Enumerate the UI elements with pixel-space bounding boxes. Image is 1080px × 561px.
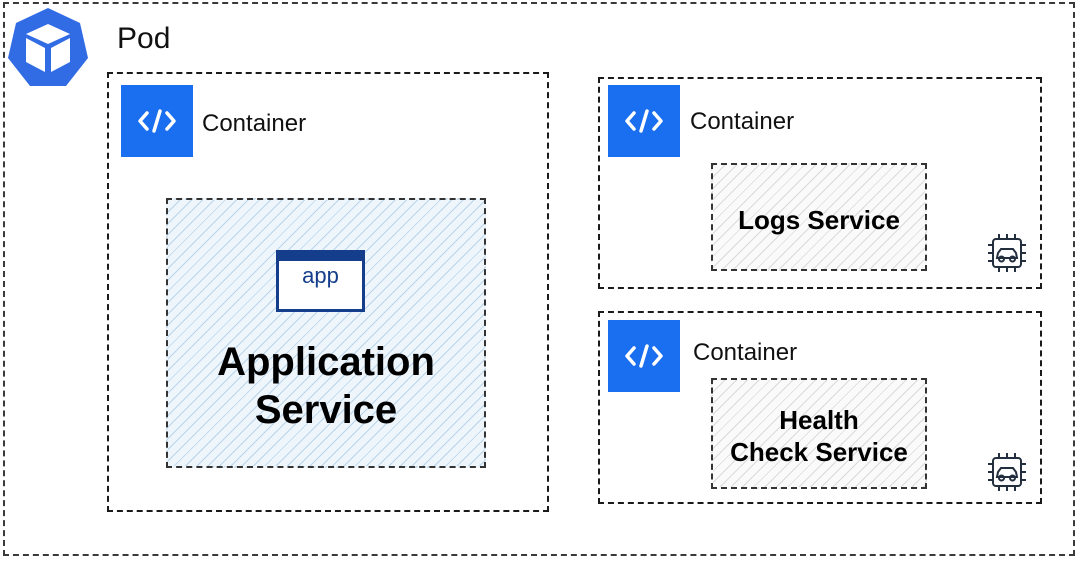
container-label: Container (202, 110, 307, 137)
service-label-line: Check Service (730, 437, 908, 467)
code-icon (121, 85, 193, 157)
service-label-line: Application (217, 340, 435, 384)
code-icon (608, 85, 680, 157)
application-service-label: Application Service (166, 338, 486, 434)
container-application (107, 72, 549, 512)
container-label: Container (693, 339, 798, 366)
pod-frame (3, 2, 1075, 556)
app-window-icon: app (276, 250, 365, 312)
logs-service-label: Logs Service (738, 205, 900, 235)
vehicle-chip-icon (988, 453, 1026, 491)
pod-title: Pod (117, 22, 171, 55)
app-badge-label: app (302, 263, 339, 288)
container-label: Container (690, 108, 795, 135)
container-health-check (598, 311, 1042, 504)
code-icon (608, 320, 680, 392)
app-window-titlebar (279, 253, 362, 261)
application-service-box (166, 198, 486, 468)
container-logs (598, 77, 1042, 289)
vehicle-chip-icon (988, 234, 1026, 272)
logs-service-box (711, 163, 927, 271)
service-label-line: Health (779, 405, 859, 435)
pod-cube-icon (8, 8, 88, 86)
health-check-service-label: Health Check Service (711, 404, 927, 468)
service-label-line: Service (254, 388, 398, 432)
health-check-service-box (711, 378, 927, 489)
